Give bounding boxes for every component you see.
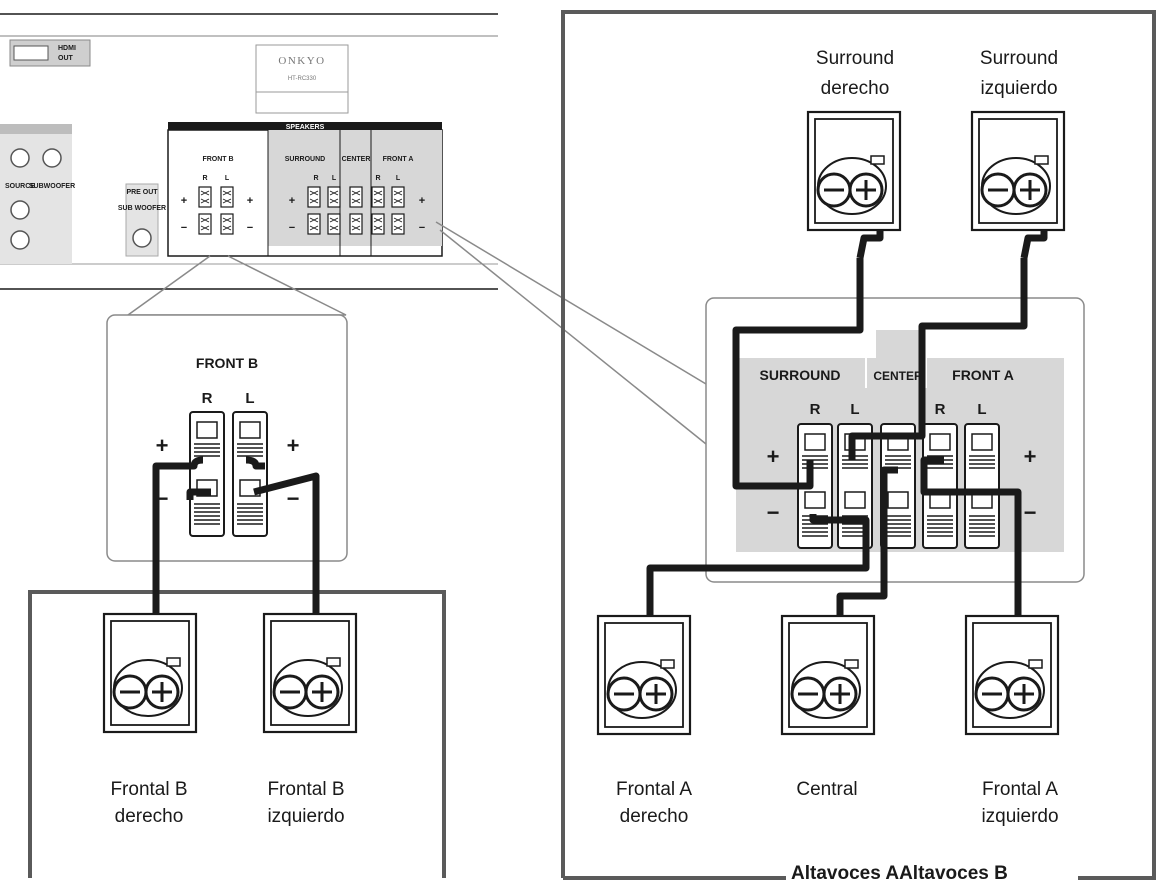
receiver-binding-post xyxy=(220,213,234,235)
receiver-speaker-terminals: SPEAKERS FRONT B SURROUND CENTER FRONT A… xyxy=(167,122,443,257)
hdmi-output-port: HDMI OUT xyxy=(9,39,91,67)
speaker-front-b-right-label-2: derecho xyxy=(115,806,184,827)
speaker-front-a-left-label-2: izquierdo xyxy=(981,806,1058,827)
speaker-front-a-left: Frontal A izquierdo xyxy=(964,614,1060,827)
hdmi-label: HDMI xyxy=(58,45,76,52)
zoom-fb-l: L xyxy=(245,390,254,407)
speaker-front-b-left: Frontal B izquierdo xyxy=(262,612,358,827)
zoom-fb-minus-right: − xyxy=(287,486,300,511)
receiver-binding-post xyxy=(327,213,341,235)
rx-sr-l: L xyxy=(332,175,337,182)
speaker-front-a-right: Frontal A derecho xyxy=(596,614,692,827)
zoom-fa-minus-right: − xyxy=(1024,500,1037,525)
zoom-front-a-label: FRONT A xyxy=(952,367,1014,383)
receiver-binding-post xyxy=(220,186,234,208)
rx-surround-label: SURROUND xyxy=(285,156,325,163)
speaker-group-caption: Altavoces AAltavoces B xyxy=(791,863,1008,884)
hdmi-sub-label: OUT xyxy=(58,55,74,62)
rx-fa-minus-left: − xyxy=(289,222,295,234)
speakers-panel-title: SPEAKERS xyxy=(286,124,325,131)
rx-front-a-label: FRONT A xyxy=(383,156,414,163)
rx-fb-l: L xyxy=(225,175,230,182)
speaker-front-b-right-label-1: Frontal B xyxy=(110,779,187,800)
receiver-binding-post xyxy=(327,186,341,208)
zoom-center-label: CENTER xyxy=(873,369,923,383)
speaker-center-label: Central xyxy=(796,779,857,800)
speaker-surround-right-label-2: derecho xyxy=(821,78,890,99)
rx-fb-minus-left: − xyxy=(181,222,187,234)
zoom-surround-label: SURROUND xyxy=(760,367,841,383)
rx-fa-l: L xyxy=(396,175,401,182)
rx-fb-r: R xyxy=(202,175,207,182)
front-a-zoom: SURROUND CENTER FRONT A R L R L + − + − xyxy=(705,297,1085,583)
speaker-front-a-right-label-1: Frontal A xyxy=(616,779,692,800)
speaker-surround-left: Surround izquierdo xyxy=(970,48,1066,232)
zoom-fa-r: R xyxy=(935,401,946,418)
zoom-fa-minus-left: − xyxy=(767,500,780,525)
speaker-surround-left-label-1: Surround xyxy=(980,48,1058,69)
zoom-fb-plus-right: + xyxy=(287,433,300,458)
rx-sr-r: R xyxy=(313,175,318,182)
receiver-panel: HDMI OUT ONKYO HT-RC330 SOURCE SUBWOOFER… xyxy=(0,13,498,290)
receiver-binding-post xyxy=(391,213,405,235)
rca-jacks: SOURCE SUBWOOFER PRE OUT SUB WOOFER xyxy=(0,124,166,264)
speaker-front-a-right-label-2: derecho xyxy=(620,806,689,827)
receiver-binding-post xyxy=(307,213,321,235)
zoom-fa-plus-right: + xyxy=(1024,444,1037,469)
zoom-sr-r: R xyxy=(810,401,821,418)
brand-plate: ONKYO HT-RC330 xyxy=(255,44,349,114)
receiver-binding-post xyxy=(349,186,363,208)
rx-center-label: CENTER xyxy=(342,156,371,163)
speaker-surround-left-label-2: izquierdo xyxy=(980,78,1057,99)
rx-front-b-label: FRONT B xyxy=(202,156,233,163)
jack-label-source: SOURCE xyxy=(5,183,35,190)
zoom-fb-plus-left: + xyxy=(156,433,169,458)
speaker-group-frames xyxy=(28,10,1156,880)
jack-label-pre-out: PRE OUT xyxy=(126,189,158,196)
speaker-front-a-left-label-1: Frontal A xyxy=(982,779,1058,800)
zoom-front-b-title: FRONT B xyxy=(196,355,258,371)
front-b-zoom: FRONT B R L + − + − xyxy=(106,314,348,562)
rx-fa-r: R xyxy=(375,175,380,182)
receiver-binding-post xyxy=(371,213,385,235)
zoom-fb-r: R xyxy=(202,390,213,407)
speaker-wires xyxy=(152,226,1048,676)
jack-label-subwoofer: SUBWOOFER xyxy=(29,183,75,190)
rx-fb-plus-right: + xyxy=(247,195,253,207)
receiver-binding-post xyxy=(307,186,321,208)
speaker-front-b-right: Frontal B derecho xyxy=(102,612,198,827)
rx-fa-minus-right: − xyxy=(419,222,425,234)
receiver-binding-post xyxy=(391,186,405,208)
rx-fb-plus-left: + xyxy=(181,195,187,207)
zoom-sr-l: L xyxy=(850,401,859,418)
receiver-binding-post xyxy=(371,186,385,208)
speaker-surround-right: Surround derecho xyxy=(806,48,902,232)
speaker-center: Central xyxy=(780,614,876,800)
model-name: HT-RC330 xyxy=(288,76,317,82)
receiver-binding-post xyxy=(349,213,363,235)
zoom-fa-plus-left: + xyxy=(767,444,780,469)
speaker-surround-right-label-1: Surround xyxy=(816,48,894,69)
rx-fa-plus-left: + xyxy=(289,195,295,207)
speaker-front-b-left-label-1: Frontal B xyxy=(267,779,344,800)
brand-name: ONKYO xyxy=(278,55,325,67)
rx-fb-minus-right: − xyxy=(247,222,253,234)
jack-label-sub-woofer: SUB WOOFER xyxy=(118,205,166,212)
receiver-binding-post xyxy=(198,213,212,235)
rx-fa-plus-right: + xyxy=(419,195,425,207)
speaker-front-b-left-label-2: izquierdo xyxy=(267,806,344,827)
zoom-fa-l: L xyxy=(977,401,986,418)
receiver-binding-post xyxy=(198,186,212,208)
